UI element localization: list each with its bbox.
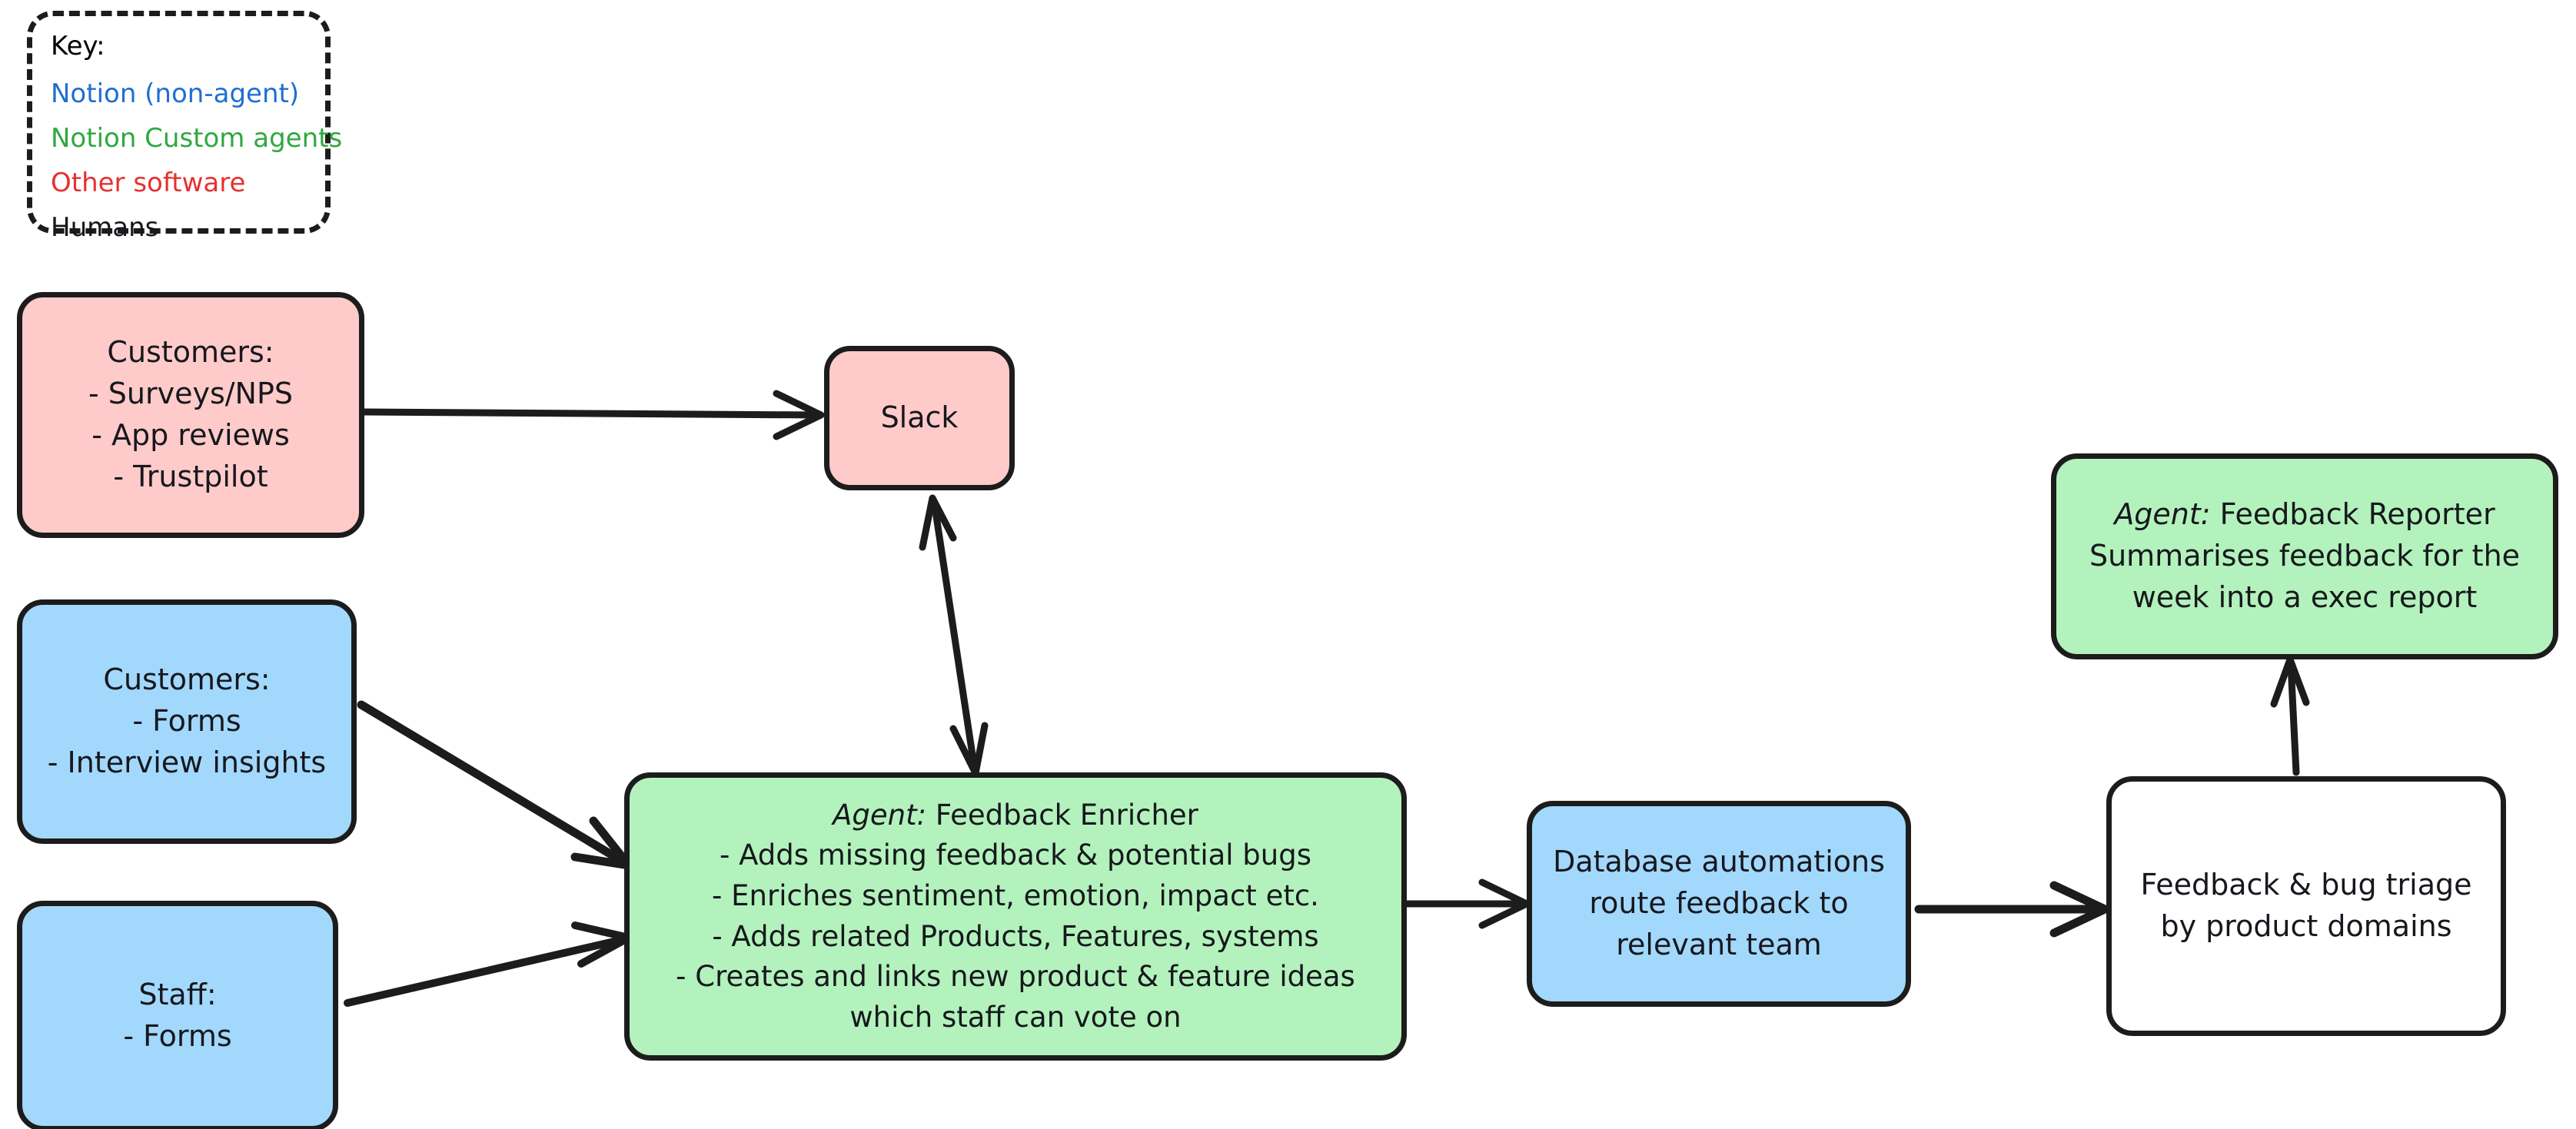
node-line: Slack [880, 400, 959, 435]
node-line: Staff: [138, 978, 217, 1012]
node-title: Agent: Feedback Enricher [640, 795, 1391, 836]
legend-item-other-software: Other software [51, 168, 246, 198]
node-line: by product domains [2160, 909, 2452, 943]
legend-key: Key: Notion (non-agent) Notion Custom ag… [27, 11, 343, 241]
node-feedback-triage[interactable]: Feedback & bug triage by product domains [2106, 776, 2506, 1036]
node-database-automations[interactable]: Database automations route feedback to r… [1527, 801, 1911, 1007]
node-line: - Creates and links new product & featur… [676, 960, 1355, 994]
node-line: route feedback to [1589, 886, 1849, 921]
node-line: which staff can vote on [849, 1000, 1182, 1034]
node-line: - Surveys/NPS [88, 377, 294, 411]
node-line: - Adds related Products, Features, syste… [712, 919, 1319, 953]
edge-feedback-triage-to-feedback-reporter [2270, 656, 2310, 776]
edge-staff-forms-to-feedback-enricher [344, 921, 633, 1007]
node-feedback-enricher[interactable]: Agent: Feedback Enricher - Adds missing … [624, 772, 1407, 1061]
node-line: Database automations [1553, 845, 1885, 879]
node-customers-forms[interactable]: Customers: - Forms - Interview insights [17, 599, 357, 844]
legend-item-notion-non-agent: Notion (non-agent) [51, 78, 300, 109]
edge-customers-reviews-to-slack [361, 390, 825, 440]
edge-slack-feedback-enricher-bidirectional [919, 494, 989, 777]
edge-customers-forms-to-feedback-enricher [357, 700, 633, 870]
edge-feedback-enricher-to-database-automations [1403, 878, 1531, 929]
node-line: Customers: [107, 335, 274, 370]
edge-database-automations-to-feedback-triage [1914, 881, 2109, 938]
node-line: relevant team [1616, 927, 1822, 961]
node-line: - Adds missing feedback & potential bugs [719, 838, 1312, 872]
legend-item-notion-custom-agents: Notion Custom agents [51, 123, 343, 154]
node-slack[interactable]: Slack [824, 346, 1015, 490]
node-line: - App reviews [91, 418, 290, 452]
node-title-lead: Agent: [833, 798, 927, 832]
node-line: - Enriches sentiment, emotion, impact et… [712, 878, 1319, 912]
node-line: - Trustpilot [113, 459, 268, 493]
node-title-rest: Feedback Reporter [2210, 497, 2495, 532]
node-line: Summarises feedback for the [2089, 539, 2521, 573]
node-line: Feedback & bug triage [2140, 868, 2472, 902]
node-staff-forms[interactable]: Staff: - Forms [17, 901, 338, 1129]
node-line: - Forms [123, 1019, 232, 1053]
node-line: Customers: [103, 662, 271, 697]
node-feedback-reporter[interactable]: Agent: Feedback Reporter Summarises feed… [2051, 453, 2558, 659]
node-title-lead: Agent: [2114, 497, 2211, 532]
node-line: week into a exec report [2132, 579, 2478, 614]
node-line: - Interview insights [47, 745, 327, 779]
node-line: - Forms [132, 704, 241, 739]
node-title: Agent: Feedback Reporter [2067, 494, 2542, 536]
node-customers-reviews[interactable]: Customers: - Surveys/NPS - App reviews -… [17, 292, 364, 538]
legend-title: Key: [51, 31, 105, 61]
node-title-rest: Feedback Enricher [926, 798, 1198, 832]
legend-item-humans: Humans [51, 212, 159, 243]
